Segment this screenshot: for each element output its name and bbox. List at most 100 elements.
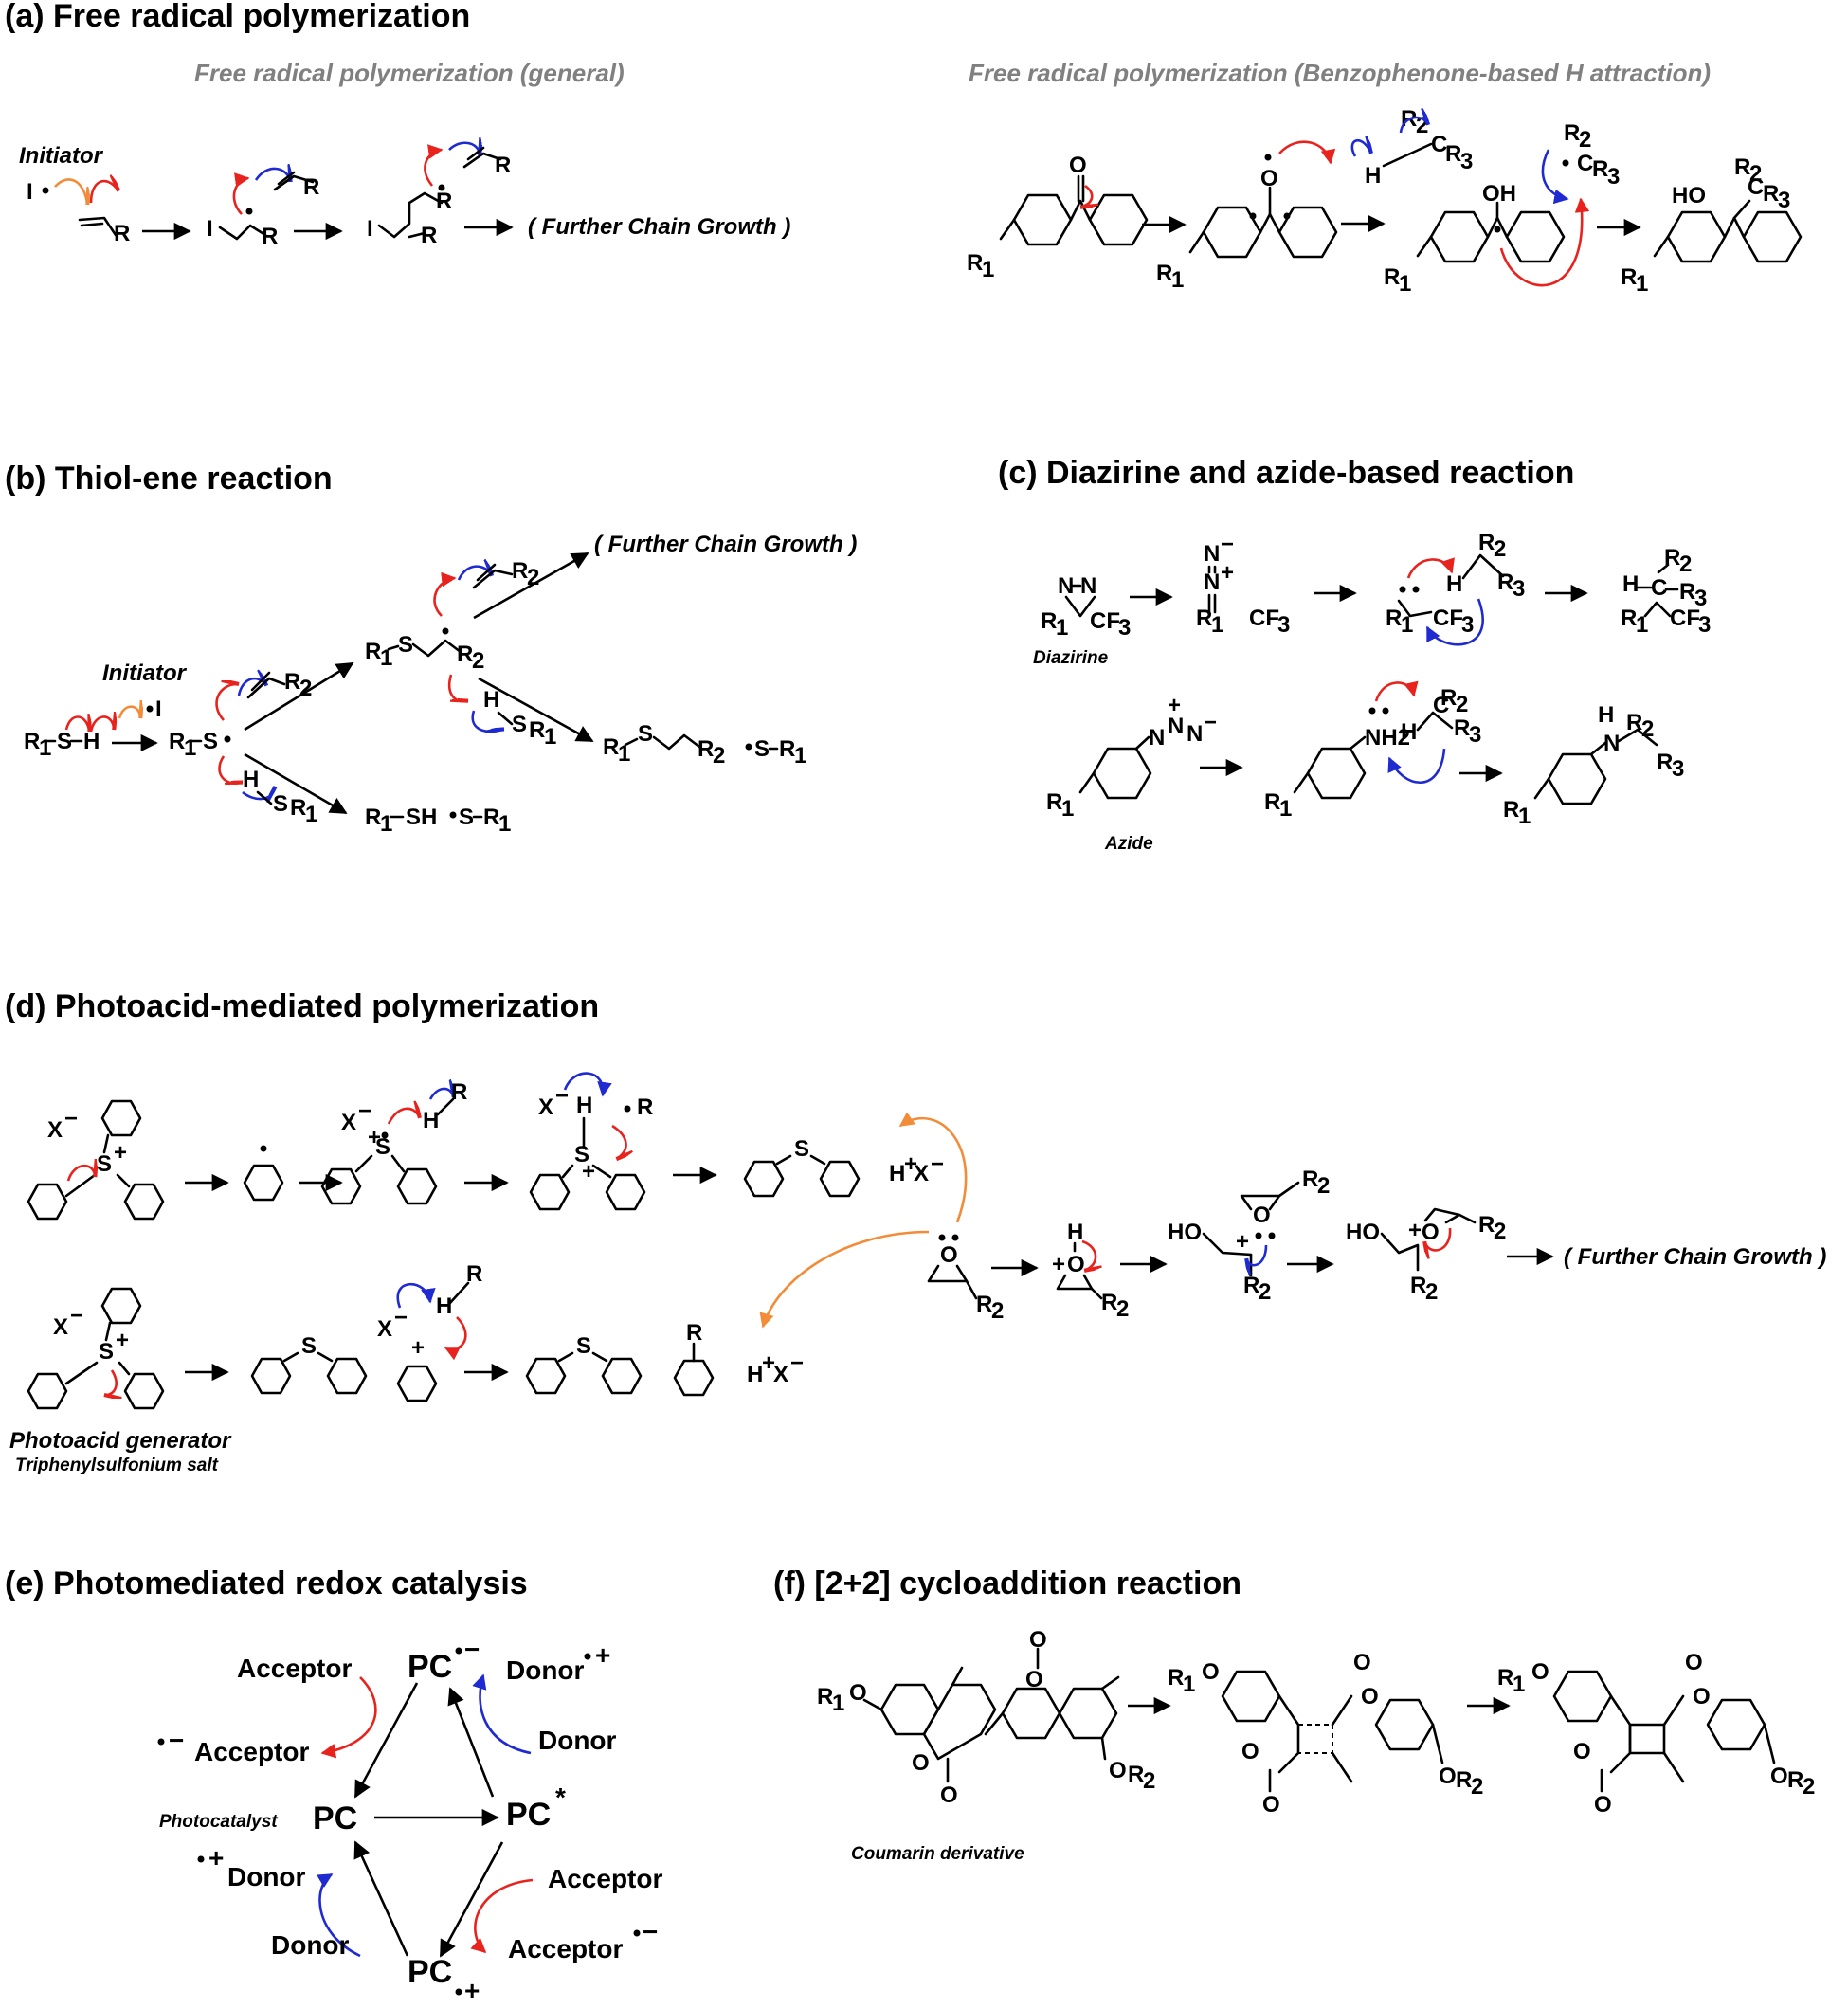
svg-text:+: +: [1408, 1218, 1422, 1243]
svg-text:3: 3: [1513, 576, 1525, 602]
svg-text:−: −: [1204, 710, 1217, 735]
svg-text:S: S: [512, 712, 527, 737]
svg-text:H: H: [436, 1293, 452, 1319]
further-growth-b: ( Further Chain Growth ): [594, 532, 857, 557]
svg-text:O: O: [1025, 1667, 1043, 1692]
svg-text:C: C: [1431, 132, 1447, 157]
svg-text:O: O: [1573, 1739, 1591, 1764]
svg-text:R: R: [1503, 797, 1519, 823]
svg-text:R: R: [1101, 1290, 1117, 1315]
scheme-a-general: I R I R R I R R R ( Further Chain Growth…: [27, 143, 790, 249]
svg-text:H: H: [747, 1362, 763, 1387]
svg-text:C: C: [1433, 693, 1449, 718]
svg-text:HO: HO: [1346, 1220, 1380, 1245]
svg-text:R: R: [817, 1684, 833, 1710]
donor-bottom: Donor: [271, 1930, 350, 1960]
svg-text:1: 1: [305, 802, 317, 827]
svg-text:*: *: [555, 1782, 566, 1812]
svg-text:3: 3: [1118, 615, 1131, 641]
svg-text:C: C: [1651, 575, 1667, 601]
svg-text:R: R: [290, 795, 306, 821]
pc-ground: PC: [313, 1800, 357, 1836]
svg-text:3: 3: [1461, 612, 1474, 638]
svg-text:R: R: [1787, 1767, 1803, 1793]
svg-text:H: H: [1446, 571, 1462, 597]
svg-text:R: R: [451, 1079, 467, 1105]
svg-text:−: −: [358, 1098, 371, 1124]
svg-text:R: R: [1410, 1273, 1426, 1298]
svg-text:H: H: [423, 1108, 439, 1133]
svg-text:1: 1: [544, 724, 556, 750]
svg-text:O: O: [1531, 1659, 1549, 1685]
svg-text:2: 2: [1579, 127, 1591, 153]
svg-text:R: R: [1384, 264, 1400, 290]
svg-text:O: O: [1202, 1659, 1220, 1685]
svg-text:+: +: [368, 1125, 381, 1150]
svg-text:2: 2: [1317, 1173, 1330, 1199]
svg-text:2: 2: [1425, 1279, 1438, 1305]
svg-text:2: 2: [1641, 716, 1654, 742]
svg-text:R: R: [779, 736, 795, 762]
svg-text:O: O: [1594, 1792, 1612, 1818]
svg-text:2: 2: [713, 743, 725, 769]
initiator-label-b: Initiator: [102, 660, 188, 686]
scheme-a-benzophenone: O R1 O H C R3 R2 R1 OH C R3 R2: [967, 106, 1803, 297]
svg-text:2: 2: [1116, 1296, 1129, 1322]
svg-text:O: O: [1422, 1220, 1440, 1245]
svg-text:R: R: [457, 642, 473, 667]
svg-text:R: R: [1592, 156, 1608, 182]
svg-text:R: R: [686, 1320, 702, 1346]
svg-text:R: R: [1456, 1767, 1472, 1793]
svg-text:O: O: [1069, 153, 1087, 178]
svg-text:+: +: [1221, 560, 1234, 586]
svg-text:S: S: [398, 632, 413, 658]
photocatalyst-label: Photocatalyst: [159, 1812, 278, 1832]
svg-text:R: R: [483, 805, 499, 830]
svg-text:2: 2: [1494, 536, 1506, 562]
svg-text:X: X: [377, 1316, 392, 1342]
svg-text:R: R: [1621, 264, 1637, 290]
svg-text:1: 1: [380, 811, 392, 837]
svg-text:O: O: [1262, 1792, 1280, 1818]
svg-text:R: R: [284, 669, 300, 695]
diazirine-label: Diazirine: [1033, 648, 1109, 668]
svg-text:S: S: [57, 729, 72, 754]
svg-text:1: 1: [1211, 612, 1223, 638]
svg-text:+: +: [1052, 1252, 1065, 1277]
svg-text:H: H: [243, 767, 259, 792]
donor-top: Donor: [538, 1726, 617, 1755]
svg-text:I: I: [207, 216, 213, 242]
svg-text:R: R: [1657, 750, 1673, 775]
svg-text:N: N: [1204, 541, 1220, 567]
svg-text:3: 3: [1698, 612, 1711, 638]
pc-radical-cation: PC: [408, 1954, 452, 1990]
svg-text:H: H: [83, 729, 100, 754]
svg-text:+: +: [1236, 1229, 1249, 1255]
svg-text:1: 1: [1401, 612, 1413, 638]
svg-text:1: 1: [1279, 796, 1292, 822]
svg-text:N: N: [1204, 570, 1220, 595]
svg-text:3: 3: [1277, 612, 1290, 638]
svg-text:I: I: [27, 179, 33, 205]
svg-text:HO: HO: [1168, 1220, 1202, 1245]
svg-text:R: R: [1478, 530, 1495, 555]
svg-text:N: N: [1603, 731, 1620, 756]
pag-sub-label: Triphenylsulfonium salt: [15, 1456, 219, 1475]
svg-text:R: R: [529, 717, 545, 743]
svg-text:3: 3: [1694, 586, 1707, 611]
svg-text:2: 2: [1749, 161, 1762, 187]
svg-text:3: 3: [1778, 188, 1790, 213]
pc-radical-anion: PC: [408, 1649, 452, 1685]
svg-text:1: 1: [982, 257, 994, 282]
svg-text:1: 1: [1399, 271, 1411, 297]
acceptor-reduced-bottom: Acceptor: [508, 1934, 623, 1963]
svg-text:+: +: [116, 1328, 129, 1353]
svg-text:C: C: [1748, 174, 1764, 200]
svg-text:X: X: [47, 1117, 63, 1143]
svg-text:3: 3: [1469, 722, 1481, 748]
svg-text:1: 1: [1183, 1672, 1195, 1697]
svg-text:O: O: [912, 1750, 930, 1776]
svg-text:X: X: [538, 1094, 553, 1120]
